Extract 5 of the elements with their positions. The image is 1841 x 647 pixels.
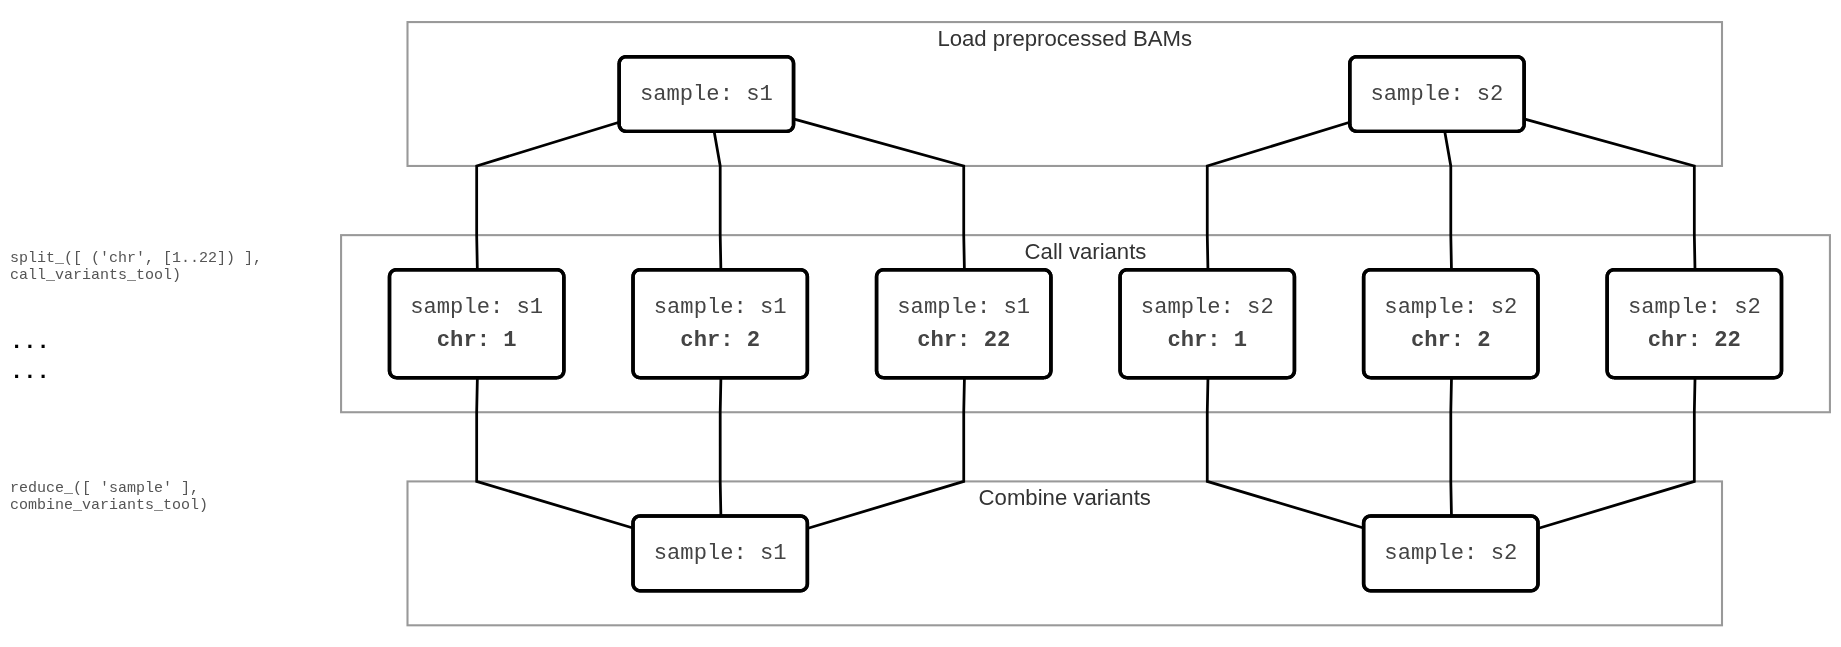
code-annotation: reduce_([ 'sample' ], combine_variants_tool) [10,480,210,514]
ellipsis-text: ... [10,330,51,355]
code-annotation: split_([ ('chr', [1..22]) ], call_variants_tool) [10,250,264,284]
connector [1538,378,1697,530]
ellipsis-text: ... [10,360,51,385]
